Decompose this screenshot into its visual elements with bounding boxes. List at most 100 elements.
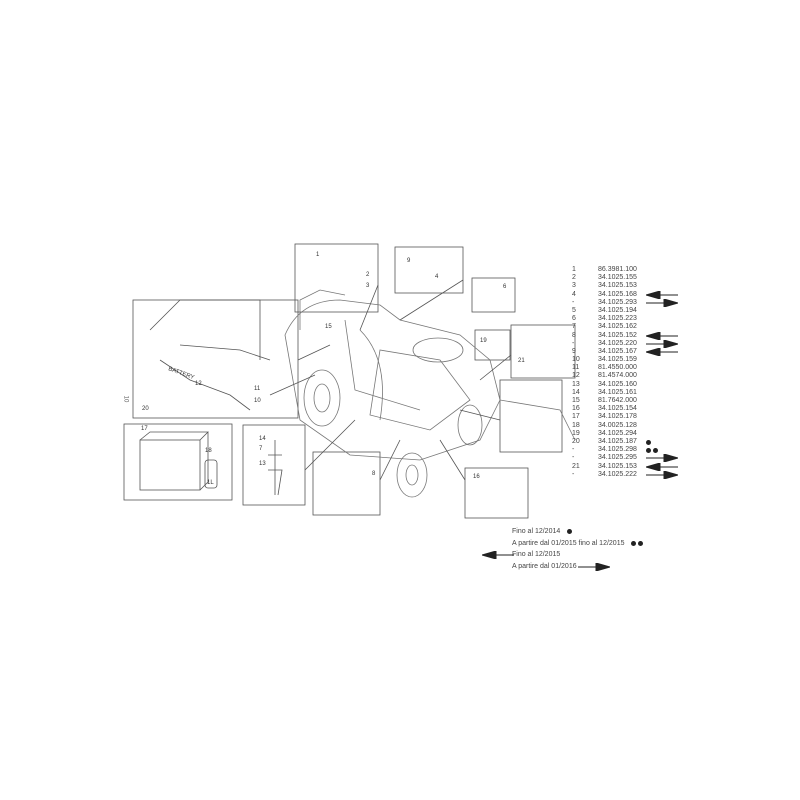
- part-number: 20: [572, 437, 580, 445]
- arrow-right-icon: [646, 470, 678, 479]
- parts-list-row: - 34.1025.293: [572, 299, 678, 307]
- part-code: 81.4550.000: [598, 364, 637, 372]
- part-code: 34.1025.178: [598, 413, 637, 421]
- legend-text: A partire dal 01/2015 fino al 12/2015: [512, 539, 625, 547]
- part-code: 34.1025.153: [598, 462, 637, 470]
- battery-icon: [139, 439, 201, 491]
- part-code: 34.1025.295: [598, 454, 637, 462]
- part-number: -: [572, 454, 575, 462]
- detail-box-cable: [394, 246, 464, 294]
- part-number: -: [572, 298, 575, 306]
- callout-9: 9: [407, 258, 411, 264]
- part-number: 17: [572, 413, 580, 421]
- part-code: 34.1025.154: [598, 405, 637, 413]
- callout-4: 4: [435, 274, 439, 280]
- parts-list-row: - 34.1025.295: [572, 454, 678, 463]
- part-code: 34.1025.187: [598, 437, 637, 445]
- dot-marker-icon: [567, 529, 574, 535]
- part-code: 86.3981.100: [598, 266, 637, 273]
- bottle-label: 1L: [207, 480, 214, 486]
- part-code: 34.1025.152: [598, 331, 637, 339]
- arrow-left-icon: [646, 462, 678, 471]
- part-number: 16: [572, 405, 580, 413]
- callout-20: 20: [142, 406, 149, 412]
- callout-10: 10: [254, 398, 261, 404]
- parts-list-row: 17 34.1025.178: [572, 413, 678, 421]
- callout-14: 14: [259, 436, 266, 442]
- arrow-right-icon: [646, 454, 678, 463]
- arrow-left-icon: [646, 290, 678, 299]
- callout-13: 13: [259, 461, 266, 467]
- parts-list-row: 1 86.3981.100: [572, 266, 678, 274]
- part-number: 13: [572, 380, 580, 388]
- part-code: 34.1025.161: [598, 388, 637, 396]
- arrow-right-icon: [577, 562, 610, 571]
- callout-12: 12: [195, 381, 202, 387]
- part-code: 34.1025.293: [598, 298, 637, 306]
- callout-6: 6: [503, 284, 507, 290]
- part-code: 34.1025.294: [598, 429, 637, 437]
- parts-list-row: 8 34.1025.152: [572, 332, 678, 340]
- detail-box-switch: [499, 379, 563, 453]
- part-code: 34.1025.298: [598, 446, 637, 454]
- part-code: 34.1025.220: [598, 339, 637, 347]
- legend-text: Fino al 12/2014: [512, 528, 561, 536]
- part-code: 34.1025.223: [598, 315, 637, 323]
- part-code: 34.1025.222: [598, 470, 637, 478]
- detail-box-battery: [123, 423, 233, 501]
- part-code: 34.1025.162: [598, 323, 637, 331]
- arrow-right-icon: [646, 298, 678, 307]
- legend: Fino al 12/2014 A partire dal 01/2015 fin…: [482, 526, 645, 573]
- part-code: 34.1025.160: [598, 380, 637, 388]
- parts-list-row: 21 34.1025.153: [572, 463, 678, 471]
- legend-text: A partire dal 01/2016: [512, 563, 577, 571]
- part-number: 11: [572, 364, 580, 372]
- part-number: 8: [572, 331, 576, 339]
- part-number: 12: [572, 372, 580, 380]
- part-number: 15: [572, 397, 580, 404]
- part-number: 2: [572, 274, 576, 282]
- part-number: 9: [572, 347, 576, 355]
- parts-list-row: - 34.1025.220: [572, 340, 678, 348]
- legend-item: A partire dal 01/2016: [512, 561, 645, 573]
- legend-item: Fino al 12/2015: [482, 549, 645, 561]
- legend-item: Fino al 12/2014: [512, 526, 645, 538]
- part-number: -: [572, 339, 575, 347]
- detail-box-center: [312, 451, 381, 516]
- parts-list-row: 16 34.1025.154: [572, 405, 678, 413]
- arrow-left-icon: [482, 550, 514, 559]
- part-number: 1: [572, 266, 576, 273]
- detail-box-fuse: [242, 424, 306, 506]
- electrolyte-bottle-icon: [204, 459, 218, 489]
- double-dot-marker-icon: [631, 540, 645, 546]
- part-number: -: [572, 470, 575, 478]
- part-code: 34.1025.168: [598, 290, 637, 298]
- part-number: 3: [572, 282, 576, 290]
- part-number: 19: [572, 429, 580, 437]
- part-number: 18: [572, 421, 580, 429]
- part-number: 21: [572, 462, 580, 470]
- detail-box-19: [474, 329, 511, 361]
- arrow-right-icon: [646, 339, 678, 348]
- detail-box-relay: [471, 277, 516, 313]
- detail-box-battery-wiring: [132, 299, 299, 419]
- callout-18: 18: [205, 448, 212, 454]
- callout-7: 7: [259, 446, 263, 452]
- part-code: 34.1025.153: [598, 282, 637, 290]
- arrow-left-icon: [646, 331, 678, 340]
- callout-19: 19: [480, 338, 487, 344]
- parts-list-row: - 34.1025.222: [572, 471, 678, 479]
